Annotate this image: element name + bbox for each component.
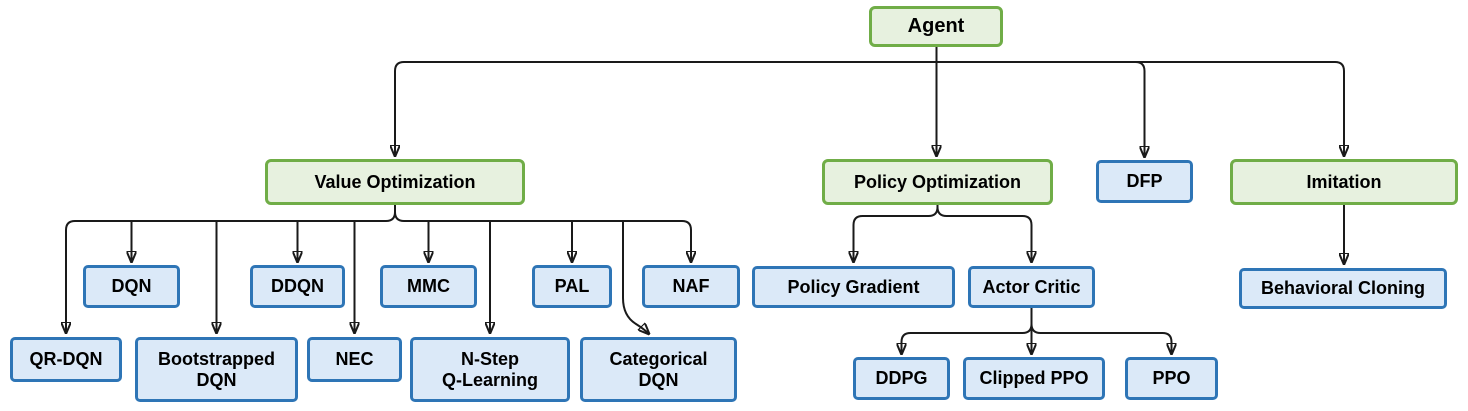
node-bootstrapped-dqn-label-line1: Bootstrapped — [158, 349, 275, 370]
node-nec-label: NEC — [335, 349, 374, 370]
edge-ac-ddpg — [902, 308, 1033, 354]
node-policy-gradient-label: Policy Gradient — [787, 276, 920, 297]
node-nstep-q-learning: N-Step Q-Learning — [410, 337, 570, 402]
node-policy-optimization: Policy Optimization — [822, 159, 1053, 205]
node-naf: NAF — [642, 265, 740, 308]
node-value-optimization: Value Optimization — [265, 159, 525, 205]
edge-po-policy-gradient — [854, 205, 939, 262]
node-naf-label: NAF — [672, 276, 710, 297]
node-mmc-label: MMC — [407, 276, 450, 297]
node-categorical-dqn-label-line2: DQN — [638, 369, 679, 390]
node-ddpg-label: DDPG — [875, 368, 928, 389]
node-policy-optimization-label: Policy Optimization — [853, 171, 1022, 192]
node-ddqn-label: DDQN — [271, 276, 324, 297]
edge-agent-dfp — [936, 61, 1145, 157]
node-dqn: DQN — [83, 265, 180, 308]
node-agent-label: Agent — [907, 15, 965, 38]
node-ddqn: DDQN — [250, 265, 345, 308]
node-clipped-ppo: Clipped PPO — [963, 357, 1105, 400]
node-behavioral-cloning-label: Behavioral Cloning — [1260, 278, 1426, 299]
node-qr-dqn-label: QR-DQN — [29, 349, 103, 370]
node-bootstrapped-dqn-label-line2: DQN — [196, 369, 237, 390]
node-policy-gradient: Policy Gradient — [752, 266, 955, 308]
node-dfp-label: DFP — [1126, 171, 1163, 192]
node-ppo-label: PPO — [1152, 368, 1191, 389]
node-mmc: MMC — [380, 265, 477, 308]
edge-vo-naf — [394, 211, 691, 262]
node-categorical-dqn: Categorical DQN — [580, 337, 737, 402]
node-value-optimization-label: Value Optimization — [314, 171, 476, 192]
node-dfp: DFP — [1096, 160, 1193, 203]
node-clipped-ppo-label: Clipped PPO — [979, 368, 1089, 389]
node-categorical-dqn-label-line1: Categorical — [609, 349, 708, 370]
edge-ac-ppo — [1030, 323, 1172, 354]
node-qr-dqn: QR-DQN — [10, 337, 122, 382]
node-imitation: Imitation — [1230, 159, 1458, 205]
node-ddpg: DDPG — [853, 357, 950, 400]
node-ppo: PPO — [1125, 357, 1218, 400]
node-actor-critic-label: Actor Critic — [982, 276, 1081, 297]
node-nec: NEC — [307, 337, 402, 382]
edge-po-actor-critic — [936, 206, 1032, 262]
node-nstep-q-learning-label-line1: N-Step — [461, 349, 519, 370]
edge-agent-imitation — [936, 61, 1345, 156]
node-actor-critic: Actor Critic — [968, 266, 1095, 308]
node-dqn-label: DQN — [111, 276, 152, 297]
node-nstep-q-learning-label-line2: Q-Learning — [441, 369, 538, 390]
node-agent: Agent — [869, 6, 1003, 47]
edge-agent-value-optimization — [395, 61, 937, 156]
node-bootstrapped-dqn: Bootstrapped DQN — [135, 337, 298, 402]
edge-vo-categorical-dqn — [622, 221, 649, 334]
node-pal-label: PAL — [554, 276, 590, 297]
node-pal: PAL — [532, 265, 612, 308]
node-behavioral-cloning: Behavioral Cloning — [1239, 268, 1447, 309]
node-imitation-label: Imitation — [1306, 171, 1382, 192]
